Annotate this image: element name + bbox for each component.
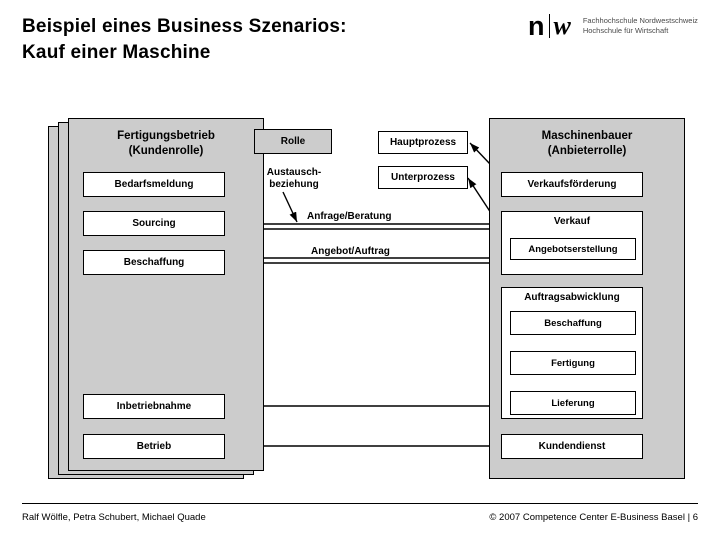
page-title-line1: Beispiel eines Business Szenarios: [22, 16, 347, 37]
process-verkaufsfoerderung[interactable]: Verkaufsförderung [501, 172, 643, 197]
footer-page-number: 6 [692, 512, 698, 523]
process-auftragsabwicklung[interactable]: Auftragsabwicklung Beschaffung Fertigung… [501, 287, 643, 419]
legend-exchange-label: Austausch- beziehung [246, 167, 342, 191]
process-beschaffung-kunde[interactable]: Beschaffung [83, 250, 225, 275]
legend-exchange-label-line2: beziehung [269, 179, 319, 190]
process-sourcing[interactable]: Sourcing [83, 211, 225, 236]
page-title: Beispiel eines Business Szenarios: Kauf … [22, 14, 492, 66]
logo-letter-w: w [553, 11, 571, 40]
process-inbetriebnahme[interactable]: Inbetriebnahme [83, 394, 225, 419]
process-verkauf-label: Verkauf [553, 216, 591, 227]
subprocess-fertigung[interactable]: Fertigung [510, 351, 636, 375]
supplier-role-title-line1: Maschinenbauer [541, 130, 633, 142]
footer-copyright: © 2007 Competence Center E-Business Base… [489, 512, 698, 523]
process-kundendienst[interactable]: Kundendienst [501, 434, 643, 459]
footer-authors: Ralf Wölfle, Petra Schubert, Michael Qua… [22, 512, 206, 523]
subprocess-lieferung[interactable]: Lieferung [510, 391, 636, 415]
flow-label-anfrage-beratung: Anfrage/Beratung [307, 211, 392, 222]
logo-wordmark-line1: Fachhochschule Nordwestschweiz [582, 16, 698, 25]
logo-letter-n: n [528, 11, 545, 41]
logo-wordmark: Fachhochschule Nordwestschweiz Hochschul… [583, 16, 698, 36]
process-betrieb[interactable]: Betrieb [83, 434, 225, 459]
logo-mark: n w [528, 11, 571, 41]
supplier-role-title-line2: (Anbieterrolle) [547, 145, 627, 157]
logo-divider-icon [548, 14, 550, 38]
customer-role-title: Fertigungsbetrieb (Kundenrolle) [69, 129, 263, 159]
supplier-role-title: Maschinenbauer (Anbieterrolle) [490, 129, 684, 159]
subprocess-angebotserstellung[interactable]: Angebotserstellung [510, 238, 636, 260]
logo-wordmark-line2: Hochschule für Wirtschaft [582, 26, 669, 35]
process-bedarfsmeldung[interactable]: Bedarfsmeldung [83, 172, 225, 197]
page-title-line2: Kauf einer Maschine [22, 42, 211, 63]
fhnw-logo: n w Fachhochschule Nordwestschweiz Hochs… [528, 11, 698, 41]
customer-role-title-line1: Fertigungsbetrieb [117, 130, 215, 142]
process-auftragsabwicklung-label: Auftragsabwicklung [524, 292, 620, 303]
process-verkauf[interactable]: Verkauf Angebotserstellung [501, 211, 643, 275]
subprocess-beschaffung[interactable]: Beschaffung [510, 311, 636, 335]
footer-copyright-text: © 2007 Competence Center E-Business Base… [489, 512, 691, 523]
legend-role-box[interactable]: Rolle [254, 129, 332, 154]
footer-divider [22, 503, 698, 504]
legend-exchange-label-line1: Austausch- [266, 167, 322, 178]
flow-label-angebot-auftrag: Angebot/Auftrag [311, 246, 390, 257]
customer-role-title-line2: (Kundenrolle) [128, 145, 204, 157]
legend-main-process-box[interactable]: Hauptprozess [378, 131, 468, 154]
legend-sub-process-box[interactable]: Unterprozess [378, 166, 468, 189]
